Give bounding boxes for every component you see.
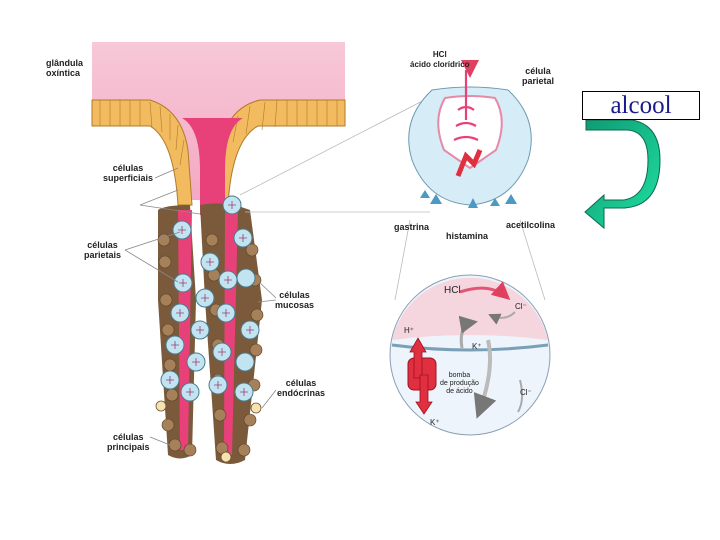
parietal-canaliculi	[166, 201, 254, 396]
endocrine-cells	[155, 400, 262, 463]
label-glandula-oxintica: glândula oxíntica	[46, 58, 84, 78]
label-histamina: histamina	[446, 231, 489, 241]
label-celulas-superficiais: células superficiais	[103, 163, 154, 183]
leader-lines	[124, 167, 277, 446]
parietal-cell-zoom	[408, 60, 532, 206]
label-celulas-mucosas: células mucosas	[275, 290, 315, 310]
label-celula-parietal: célula parietal	[522, 66, 555, 86]
label-celulas-endocrinas: células endócrinas	[277, 378, 326, 398]
label-h-plus: H⁺	[404, 326, 414, 335]
zoom-lines	[239, 91, 546, 301]
label-acetilcolina: acetilcolina	[506, 220, 556, 230]
label-k-plus-top: K⁺	[472, 342, 482, 351]
curved-arrow-icon	[584, 119, 661, 230]
label-hcl-acido-cloridrico: HCl ácido clorídrico	[410, 50, 470, 69]
label-cl-top: Cl⁻	[515, 302, 527, 311]
label-celulas-parietais: células parietais	[84, 240, 122, 260]
label-celulas-principais: células principais	[107, 432, 150, 452]
alcool-label: alcool	[582, 91, 700, 120]
label-cl-bottom: Cl⁻	[520, 388, 532, 397]
label-bomba-producao-acido: bomba de produção de ácido	[440, 372, 479, 395]
acid-pump-zoom	[389, 274, 551, 436]
receptor-arrows	[420, 190, 517, 208]
surface-epithelium-right	[213, 99, 346, 206]
surface-epithelium-left	[91, 99, 193, 206]
gland-lumen	[182, 118, 243, 215]
label-k-plus-bottom: K⁺	[430, 418, 440, 427]
label-gastrina: gastrina	[394, 222, 430, 232]
label-hcl-pump: HCl	[444, 285, 461, 296]
